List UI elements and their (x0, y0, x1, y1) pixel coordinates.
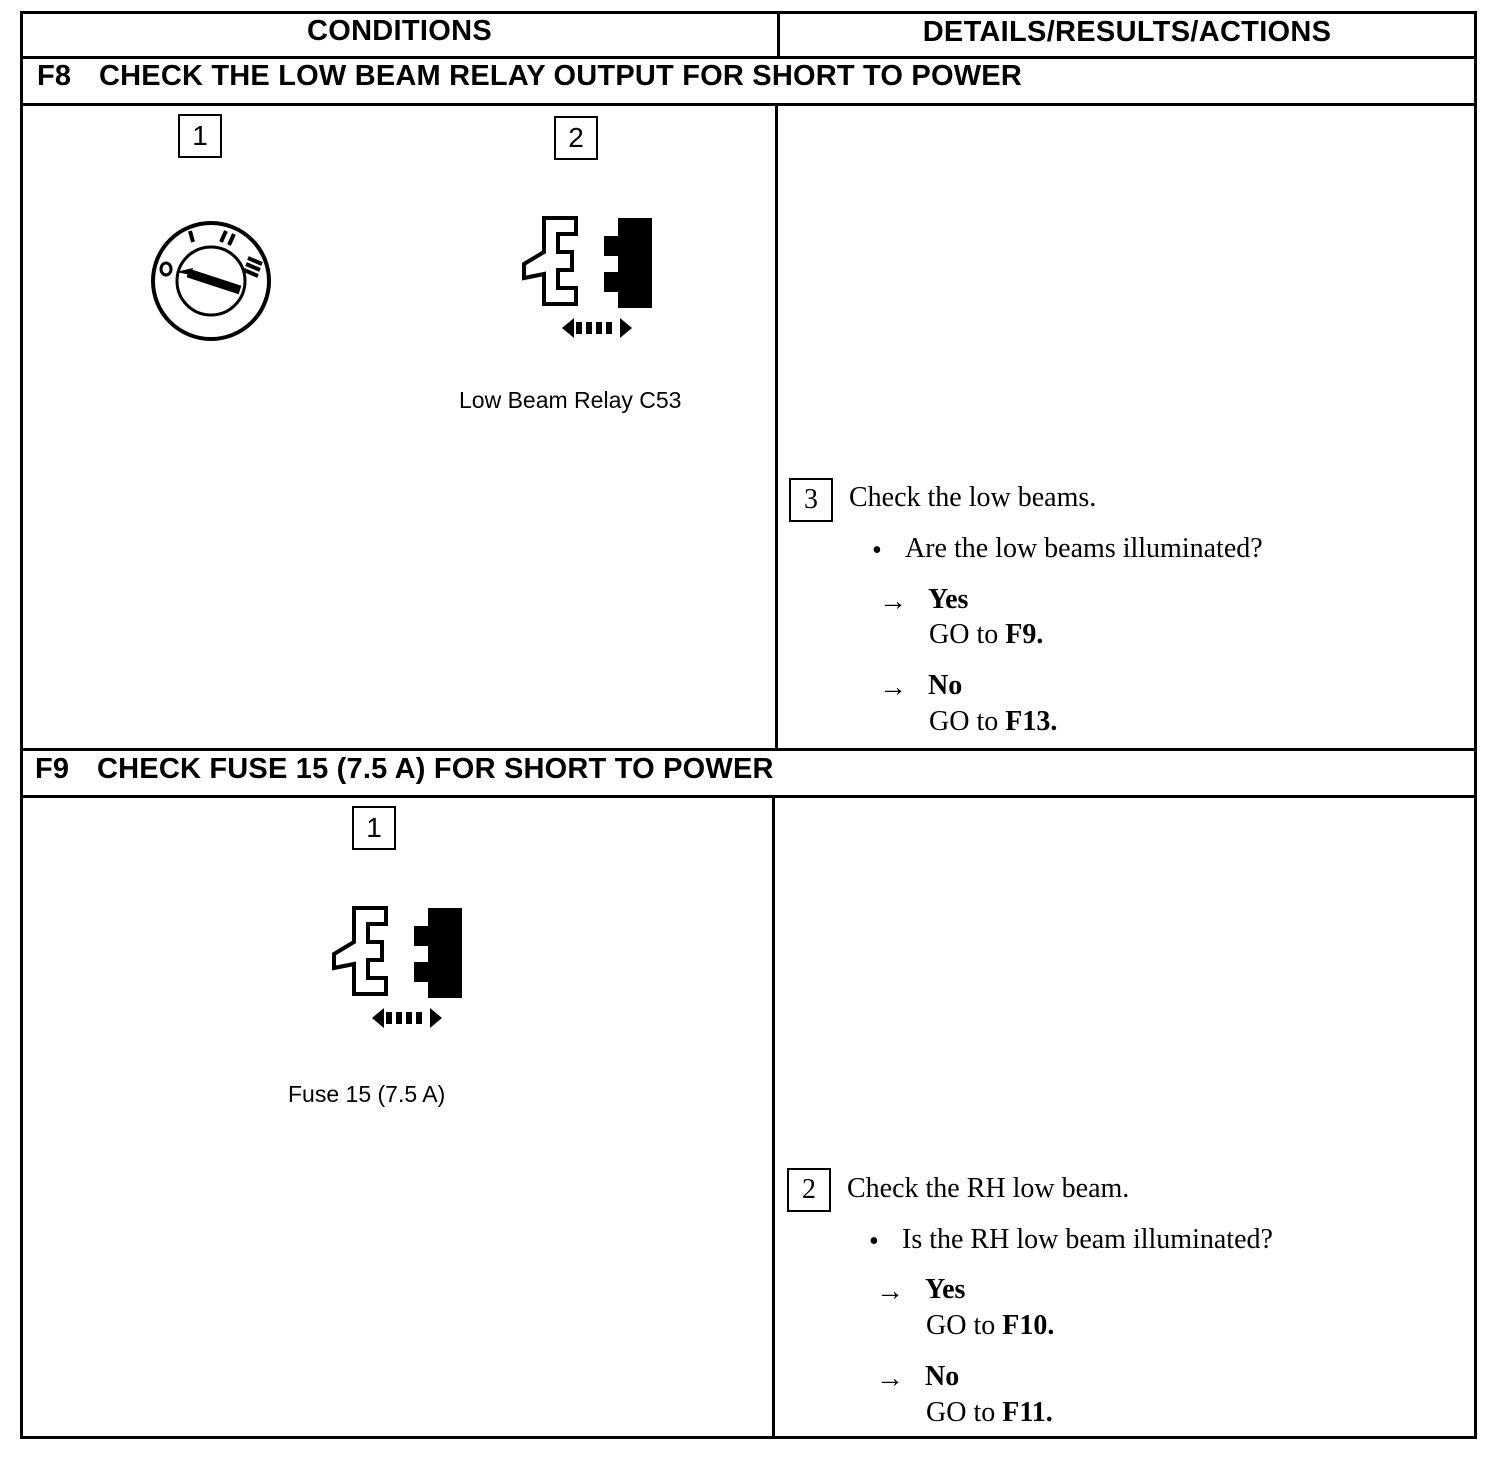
header-column-divider (777, 11, 780, 57)
f9-step1-box: 1 (352, 806, 396, 850)
disconnect-connector-icon (522, 216, 652, 338)
f9-yes-label: Yes (925, 1274, 966, 1305)
f8-title-divider (20, 103, 1477, 106)
f9-step1-caption: Fuse 15 (7.5 A) (288, 1081, 446, 1107)
f8-step2-box: 2 (554, 116, 598, 160)
ignition-switch-off-icon (151, 221, 271, 341)
table-frame (20, 11, 1477, 1439)
f8-column-divider (775, 104, 778, 749)
f9-section-divider (20, 748, 1477, 751)
f9-yes-target-link[interactable]: F10. (1002, 1310, 1055, 1341)
section-heading-f8: CHECK THE LOW BEAM RELAY OUTPUT FOR SHOR… (99, 60, 1022, 92)
f9-step2-text: Check the RH low beam. (847, 1173, 1130, 1204)
disconnect-connector-icon (332, 906, 462, 1028)
f8-no-target-link[interactable]: F13. (1005, 706, 1058, 737)
f8-no-arrow: → (879, 672, 907, 703)
f8-step3-box: 3 (789, 478, 833, 522)
f8-yes-go: GO to (929, 619, 1006, 650)
f9-no-label: No (925, 1361, 960, 1392)
f9-yes-action: GO to F10. (926, 1310, 1054, 1342)
f9-title-divider (20, 795, 1477, 798)
f8-yes-action: GO to F9. (929, 619, 1043, 651)
f8-yes-arrow: → (879, 586, 907, 617)
f9-yes-arrow: → (876, 1276, 904, 1307)
f9-step2-box: 2 (787, 1168, 831, 1212)
f9-no-arrow: → (876, 1363, 904, 1394)
f8-no-go: GO to (929, 706, 1006, 737)
f9-no-action: GO to F11. (926, 1397, 1053, 1429)
f9-yes-go: GO to (926, 1310, 1003, 1341)
section-code-f9: F9 (35, 753, 70, 785)
section-heading-f9: CHECK FUSE 15 (7.5 A) FOR SHORT TO POWER (97, 753, 774, 785)
f8-step1-box: 1 (178, 114, 222, 158)
header-conditions: CONDITIONS (306, 15, 493, 47)
f9-question: Is the RH low beam illuminated? (902, 1224, 1273, 1255)
f8-question: Are the low beams illuminated? (905, 533, 1263, 564)
f9-column-divider (772, 796, 775, 1438)
f8-yes-label: Yes (928, 584, 969, 615)
f9-no-target-link[interactable]: F11. (1002, 1397, 1053, 1428)
section-title-f9: F9 CHECK FUSE 15 (7.5 A) FOR SHORT TO POW… (35, 753, 774, 786)
f8-yes-target-link[interactable]: F9. (1005, 619, 1044, 650)
f8-step3-text: Check the low beams. (849, 482, 1097, 513)
f9-bullet: • (869, 1226, 879, 1257)
f8-step2-caption: Low Beam Relay C53 (459, 387, 682, 413)
header-divider (20, 56, 1477, 59)
header-details: DETAILS/RESULTS/ACTIONS (922, 16, 1332, 48)
f9-no-go: GO to (926, 1397, 1003, 1428)
section-title-f8: F8 CHECK THE LOW BEAM RELAY OUTPUT FOR SH… (37, 60, 1022, 93)
f8-no-label: No (928, 670, 963, 701)
f8-bullet: • (872, 535, 882, 566)
section-code-f8: F8 (37, 60, 72, 92)
f8-no-action: GO to F13. (929, 706, 1057, 738)
